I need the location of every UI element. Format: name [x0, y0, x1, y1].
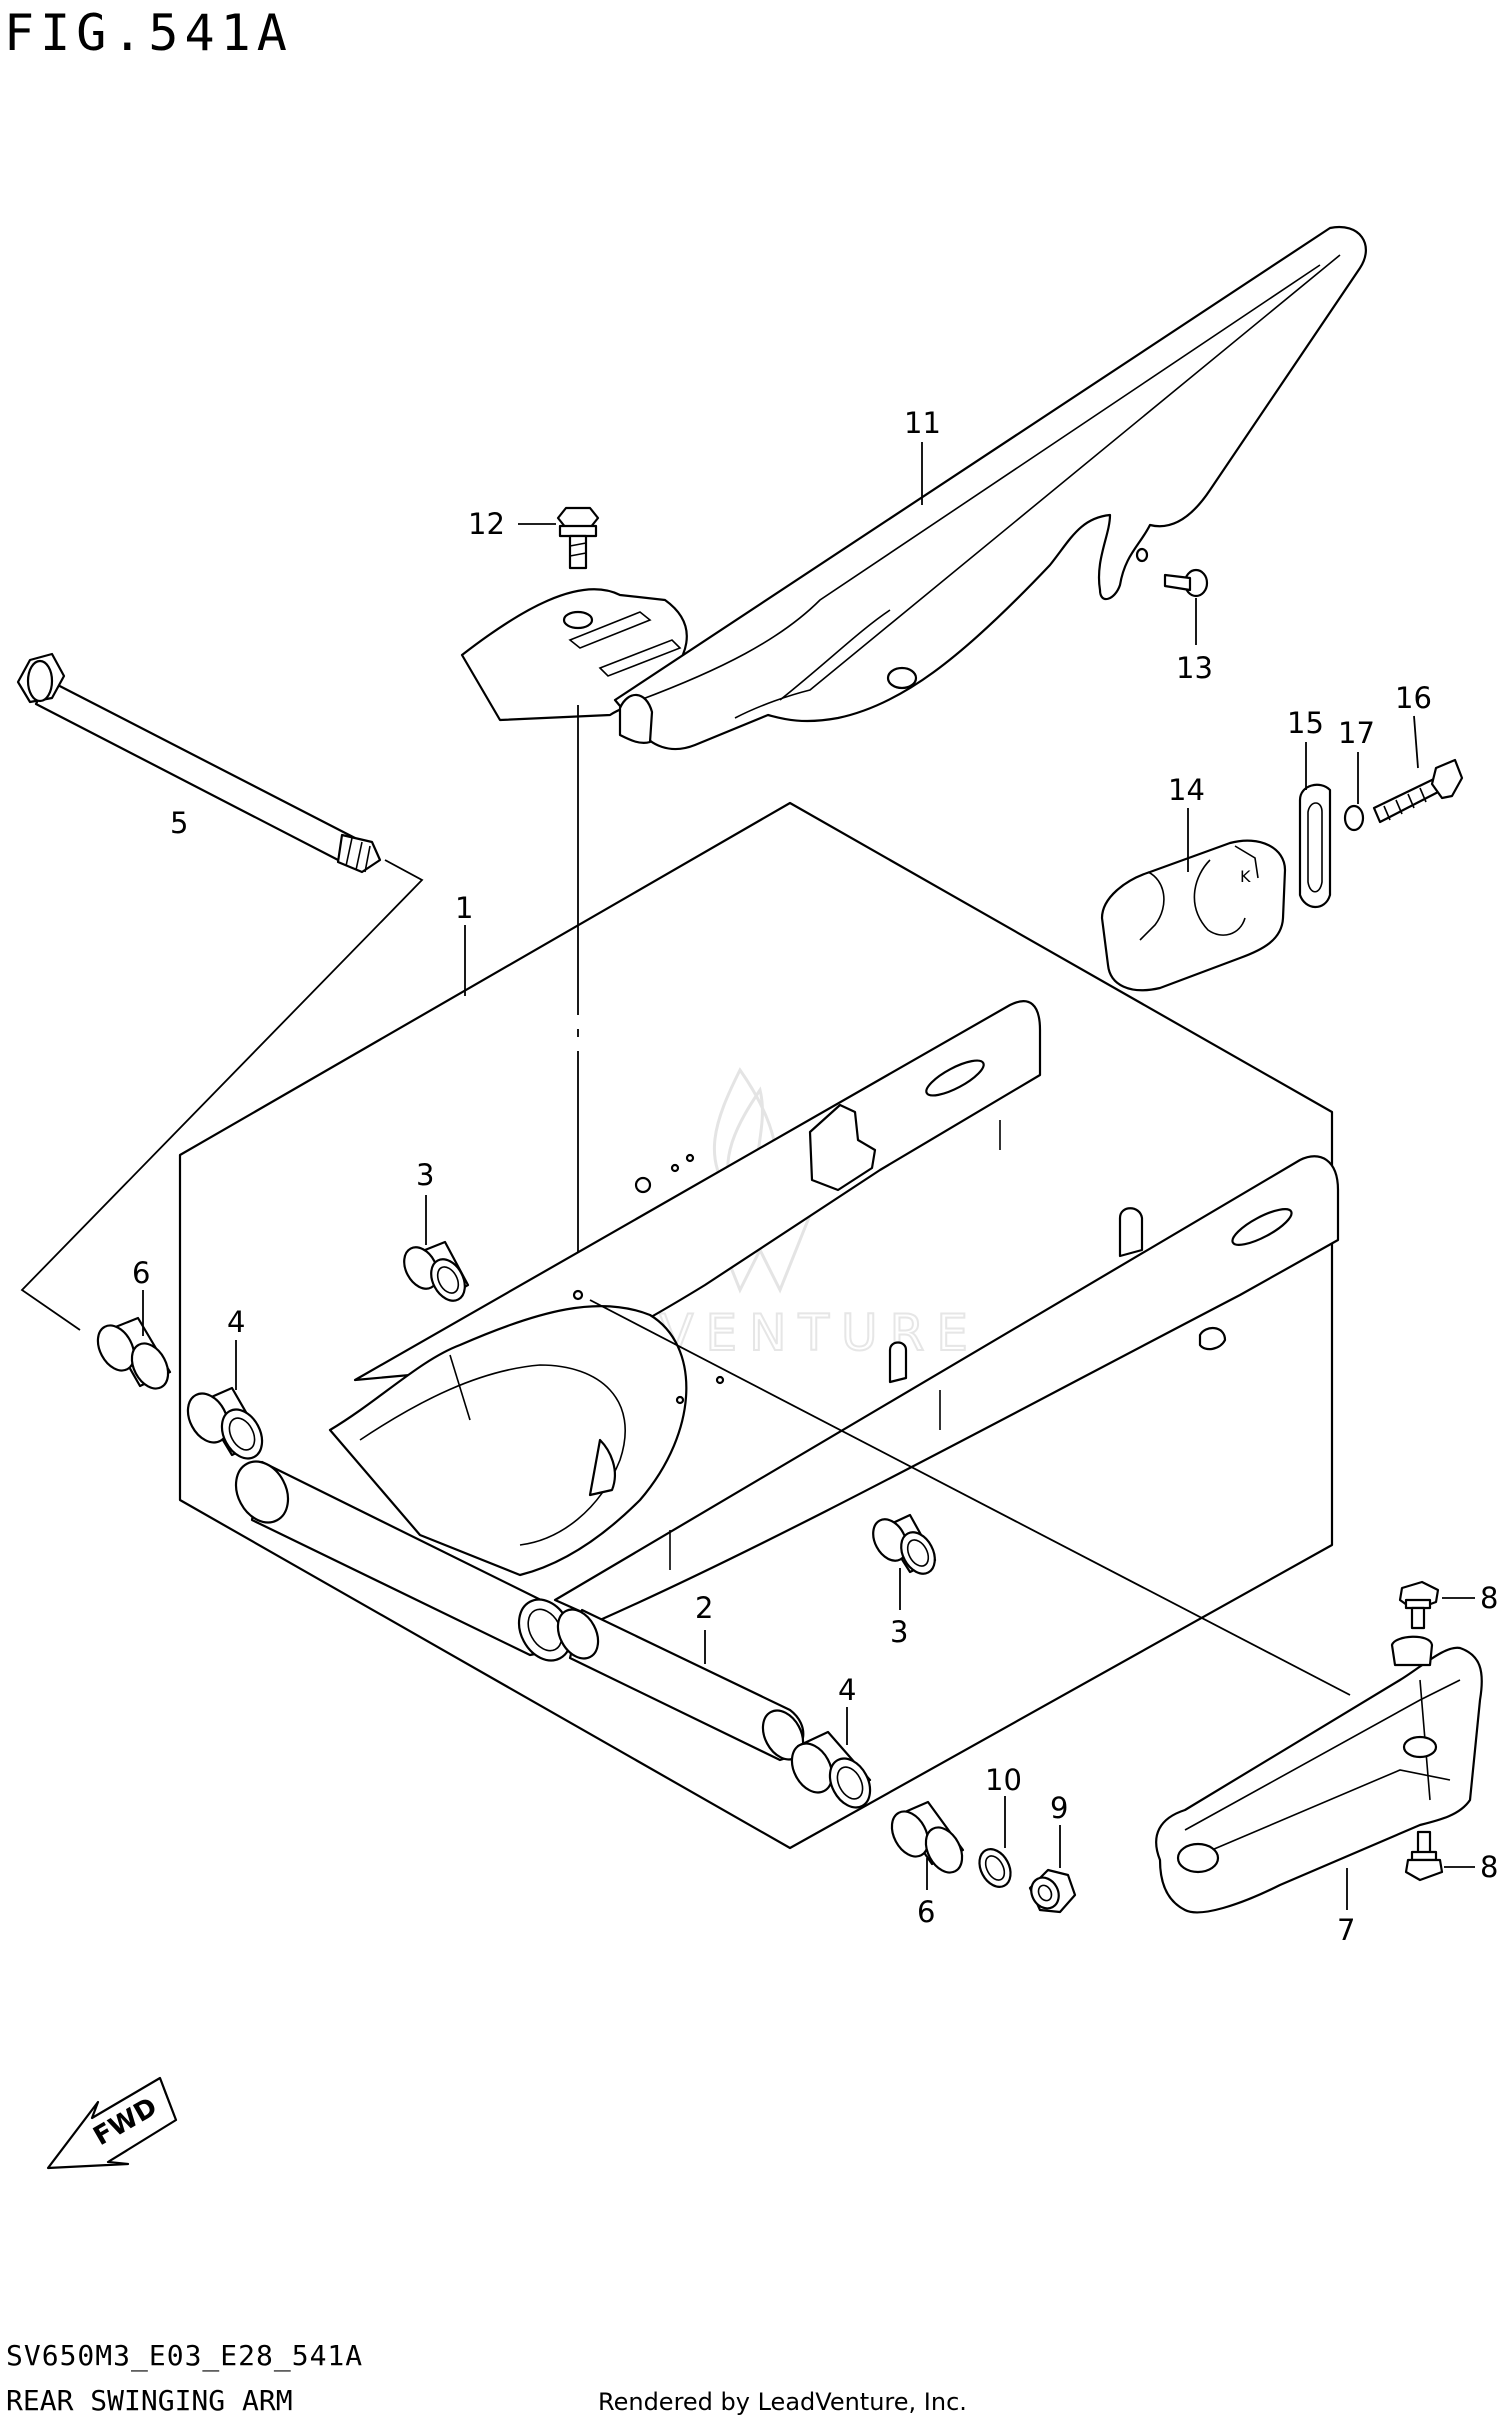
callout-11[interactable]: 11 [904, 406, 941, 440]
bearing-part-4-upper[interactable] [180, 1386, 270, 1466]
callout-8-upper[interactable]: 8 [1480, 1581, 1498, 1615]
assembly-outline-1 [178, 801, 1334, 1850]
bolt-part-12[interactable] [556, 506, 600, 570]
model-code: SV650M3_E03_E28_541A [6, 2339, 363, 2373]
callout-13[interactable]: 13 [1176, 651, 1213, 685]
washer-part-17[interactable] [1343, 804, 1365, 832]
callout-3-upper[interactable]: 3 [416, 1158, 434, 1192]
callout-4-upper[interactable]: 4 [227, 1305, 245, 1339]
bolt-part-8-upper[interactable] [1398, 1580, 1440, 1630]
bearing-part-4-lower[interactable] [784, 1730, 878, 1814]
leader-shaft-5 [20, 859, 424, 1331]
callout-17[interactable]: 17 [1338, 716, 1375, 750]
callout-16[interactable]: 16 [1395, 681, 1432, 715]
grommet-part-15[interactable] [1298, 783, 1332, 909]
callout-12[interactable]: 12 [468, 507, 505, 541]
callout-4-lower[interactable]: 4 [838, 1673, 856, 1707]
washer-part-10[interactable] [973, 1844, 1017, 1892]
nut-part-9[interactable] [1026, 1868, 1077, 1914]
centerline-1 [589, 1299, 1351, 1696]
bushing-part-3-lower[interactable] [866, 1513, 941, 1580]
swingarm-part-1[interactable] [226, 1000, 1340, 1669]
fwd-arrow-icon: FWD [46, 2076, 178, 2170]
collar-part-6-upper[interactable] [91, 1316, 176, 1395]
callout-15[interactable]: 15 [1287, 706, 1324, 740]
svg-text:K: K [1240, 867, 1251, 886]
section-title: REAR SWINGING ARM [6, 2384, 293, 2417]
callout-10[interactable]: 10 [985, 1763, 1022, 1797]
adjuster-plate-part-14[interactable]: K [1100, 839, 1287, 992]
callout-2[interactable]: 2 [695, 1591, 713, 1625]
callout-9[interactable]: 9 [1050, 1791, 1068, 1825]
callout-3-lower[interactable]: 3 [890, 1615, 908, 1649]
callout-8-lower[interactable]: 8 [1480, 1850, 1498, 1884]
chain-guide-part-7[interactable] [1155, 1635, 1483, 1914]
callout-1[interactable]: 1 [455, 891, 473, 925]
bolt-part-16[interactable] [1372, 758, 1464, 824]
render-credit: Rendered by LeadVenture, Inc. [598, 2388, 967, 2416]
bolt-part-8-lower[interactable] [1404, 1830, 1444, 1882]
callout-5[interactable]: 5 [170, 806, 188, 840]
collar-part-6-lower[interactable] [885, 1800, 970, 1879]
callout-7[interactable]: 7 [1337, 1913, 1355, 1947]
spacer-part-2[interactable] [550, 1603, 811, 1767]
chain-case-part-11[interactable] [460, 225, 1367, 750]
callout-6-upper[interactable]: 6 [132, 1256, 150, 1290]
pivot-shaft-part-5[interactable] [16, 652, 382, 874]
callout-6-lower[interactable]: 6 [917, 1895, 935, 1929]
bushing-part-3-upper[interactable] [397, 1240, 471, 1307]
leader-16 [1413, 715, 1419, 769]
callout-14[interactable]: 14 [1168, 773, 1205, 807]
figure-title: FIG.541A [4, 4, 293, 62]
screw-part-13[interactable] [1163, 568, 1209, 598]
